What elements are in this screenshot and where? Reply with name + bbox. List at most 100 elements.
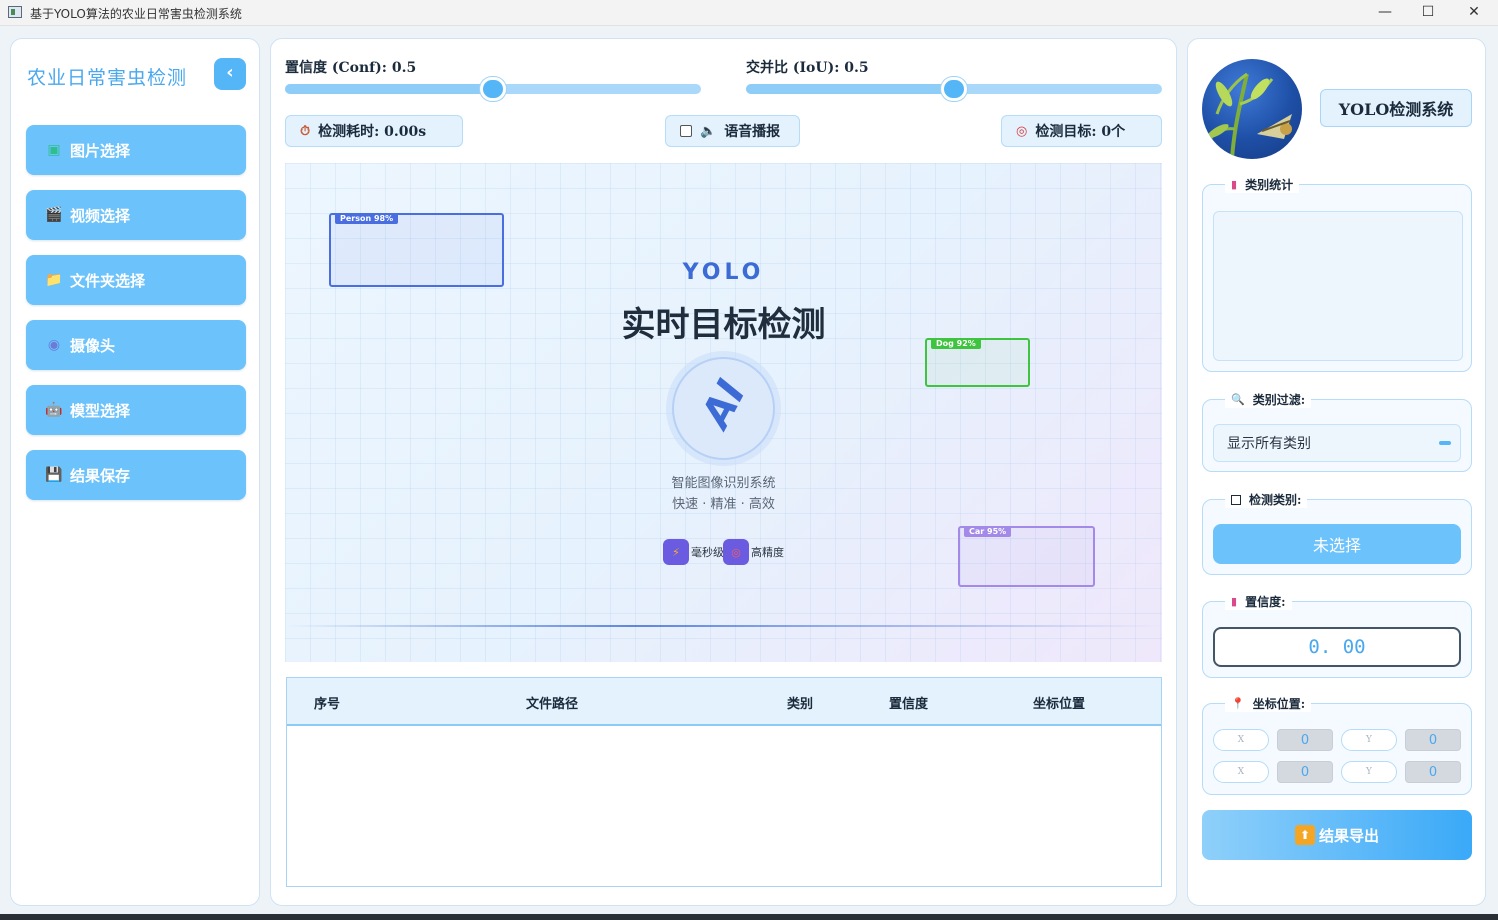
sidebar-brand: 农业日常害虫检测 (27, 67, 188, 89)
time-chip: ⏱ 检测耗时: 0.00s (285, 115, 463, 147)
target-icon: ◎ (1016, 123, 1028, 139)
sidebar-item-image[interactable]: ▣ 图片选择 (26, 125, 246, 175)
save-icon: 💾 (45, 467, 63, 483)
feature-label: 毫秒级 (691, 546, 724, 559)
pin-icon: 📍 (1231, 697, 1245, 710)
detection-box-person: Person 98% (329, 213, 504, 287)
clapper-icon: 🎬 (45, 207, 63, 223)
voice-checkbox[interactable] (680, 125, 692, 137)
stats-group-title: ▮ 类别统计 (1225, 176, 1300, 193)
sidebar-item-label: 视频选择 (70, 206, 131, 225)
class-title-text: 检测类别: (1249, 493, 1302, 507)
conf-slider-handle[interactable] (480, 77, 506, 101)
iou-slider[interactable] (746, 77, 1162, 101)
preview-tagline: 快速 · 精准 · 高效 (672, 497, 775, 512)
column-header-confidence[interactable]: 置信度 (889, 697, 929, 712)
scan-line (285, 625, 1162, 627)
confidence-group-title: ▮ 置信度: (1225, 593, 1292, 610)
target-chip: ◎ 检测目标: 0个 (1001, 115, 1162, 147)
yolo-heading: YOLO (682, 260, 765, 285)
coordinates-group-title: 📍 坐标位置: (1225, 695, 1312, 712)
preview-subtitle: 智能图像识别系统 (671, 476, 776, 491)
conf-slider[interactable] (285, 77, 701, 101)
filter-group: 🔍 类别过滤: 显示所有类别 (1202, 391, 1472, 472)
feature-label: 高精度 (751, 546, 784, 559)
title-bar: 基于YOLO算法的农业日常害虫检测系统 — ☐ ✕ (0, 0, 1498, 26)
sidebar-item-save[interactable]: 💾 结果保存 (26, 450, 246, 500)
detection-tag: Car 95% (964, 526, 1012, 537)
sidebar-item-folder[interactable]: 📁文件夹选择 (26, 255, 246, 305)
ymax-label: Y (1341, 761, 1397, 783)
column-header-path[interactable]: 文件路径 (526, 697, 579, 712)
sidebar-item-robot[interactable]: 🤖模型选择 (26, 385, 246, 435)
conf-slider-fill (285, 84, 493, 94)
main-panel: 置信度 (Conf): 0.5 交并比 (IoU): 0.5 ⏱ 检测耗时: 0… (270, 38, 1177, 906)
iou-slider-handle[interactable] (941, 77, 967, 101)
results-table[interactable]: 序号 文件路径 类别 置信度 坐标位置 (286, 677, 1162, 887)
close-button[interactable]: ✕ (1468, 4, 1480, 20)
filter-group-title: 🔍 类别过滤: (1225, 391, 1312, 408)
chevron-left-icon: ‹ (226, 62, 234, 83)
preview-title: 实时目标检测 (621, 305, 826, 345)
ymin-value: 0 (1405, 729, 1461, 751)
sidebar-item-label: 模型选择 (70, 401, 131, 420)
table-header: 序号 文件路径 类别 置信度 坐标位置 (287, 678, 1161, 726)
sidebar-item-label: 图片选择 (70, 141, 131, 160)
ymin-label: Y (1341, 729, 1397, 751)
speaker-icon: 🔈 (700, 123, 717, 139)
dropdown-indicator-icon (1439, 441, 1451, 445)
detection-tag: Person 98% (335, 213, 399, 224)
voice-label: 语音播报 (724, 124, 781, 140)
ai-logo: AI (672, 357, 775, 460)
coordinates-title-text: 坐标位置: (1252, 697, 1306, 711)
class-filter-value: 显示所有类别 (1227, 436, 1311, 452)
voice-toggle[interactable]: 🔈 语音播报 (665, 115, 800, 147)
xmin-value: 0 (1277, 729, 1333, 751)
checkbox-icon (1231, 494, 1241, 505)
target-label: 检测目标: 0个 (1035, 124, 1126, 140)
sidebar-item-webcam[interactable]: ◉摄像头 (26, 320, 246, 370)
upload-icon: ⬆ (1294, 825, 1315, 845)
sidebar: 农业日常害虫检测 ‹ ▣ 图片选择 🎬 视频选择 📁文件夹选择 ◉摄像头 🤖模型选择 💾 结果保… (10, 38, 260, 906)
conf-slider-label: 置信度 (Conf): 0.5 (285, 60, 417, 76)
sidebar-item-clapper[interactable]: 🎬 视频选择 (26, 190, 246, 240)
ymax-value: 0 (1405, 761, 1461, 783)
ai-logo-text: AI (692, 372, 756, 436)
sidebar-item-label: 结果保存 (70, 466, 131, 485)
image-icon: ▣ (47, 142, 61, 158)
magnifier-icon: 🔍 (1231, 393, 1245, 406)
class-group-title: 检测类别: (1225, 491, 1308, 508)
column-header-coordinates[interactable]: 坐标位置 (1033, 697, 1086, 712)
coordinates-group: 📍 坐标位置: X 0 Y 0 X 0 Y 0 (1202, 695, 1472, 795)
xmin-label: X (1213, 729, 1269, 751)
filter-title-text: 类别过滤: (1252, 393, 1306, 407)
minimize-button[interactable]: — (1378, 4, 1392, 20)
xmax-value: 0 (1277, 761, 1333, 783)
plant-insect-illustration (1205, 72, 1292, 159)
stats-title-text: 类别统计 (1245, 178, 1294, 192)
feature-speed: ⚡ 毫秒级 (663, 539, 724, 565)
detection-preview: Person 98% Dog 92% Car 95% YOLO 实时目标检测 A… (285, 163, 1162, 662)
system-title: YOLO检测系统 (1320, 89, 1472, 127)
detection-box-car: Car 95% (958, 526, 1095, 587)
column-header-class[interactable]: 类别 (787, 697, 814, 712)
target-icon: ◎ (723, 539, 749, 565)
collapse-sidebar-button[interactable]: ‹ (214, 58, 246, 90)
class-group: 检测类别: 未选择 (1202, 491, 1472, 575)
iou-slider-fill (746, 84, 954, 94)
confidence-value: 0. 00 (1213, 627, 1461, 667)
maximize-button[interactable]: ☐ (1421, 4, 1435, 20)
detection-tag: Dog 92% (931, 338, 981, 349)
lightning-icon: ⚡ (663, 539, 689, 565)
class-filter-select[interactable]: 显示所有类别 (1213, 424, 1461, 462)
stats-group: ▮ 类别统计 (1202, 176, 1472, 372)
column-header-index[interactable]: 序号 (314, 697, 341, 712)
detected-class-button[interactable]: 未选择 (1213, 524, 1461, 564)
iou-slider-label: 交并比 (IoU): 0.5 (746, 60, 869, 76)
time-label: 检测耗时: 0.00s (318, 124, 427, 140)
export-label: 结果导出 (1318, 826, 1379, 845)
confidence-group: ▮ 置信度: 0. 00 (1202, 593, 1472, 678)
bar-chart-icon: ▮ (1231, 595, 1238, 608)
export-results-button[interactable]: ⬆ 结果导出 (1202, 810, 1472, 860)
folder-icon: 📁 (45, 272, 63, 288)
